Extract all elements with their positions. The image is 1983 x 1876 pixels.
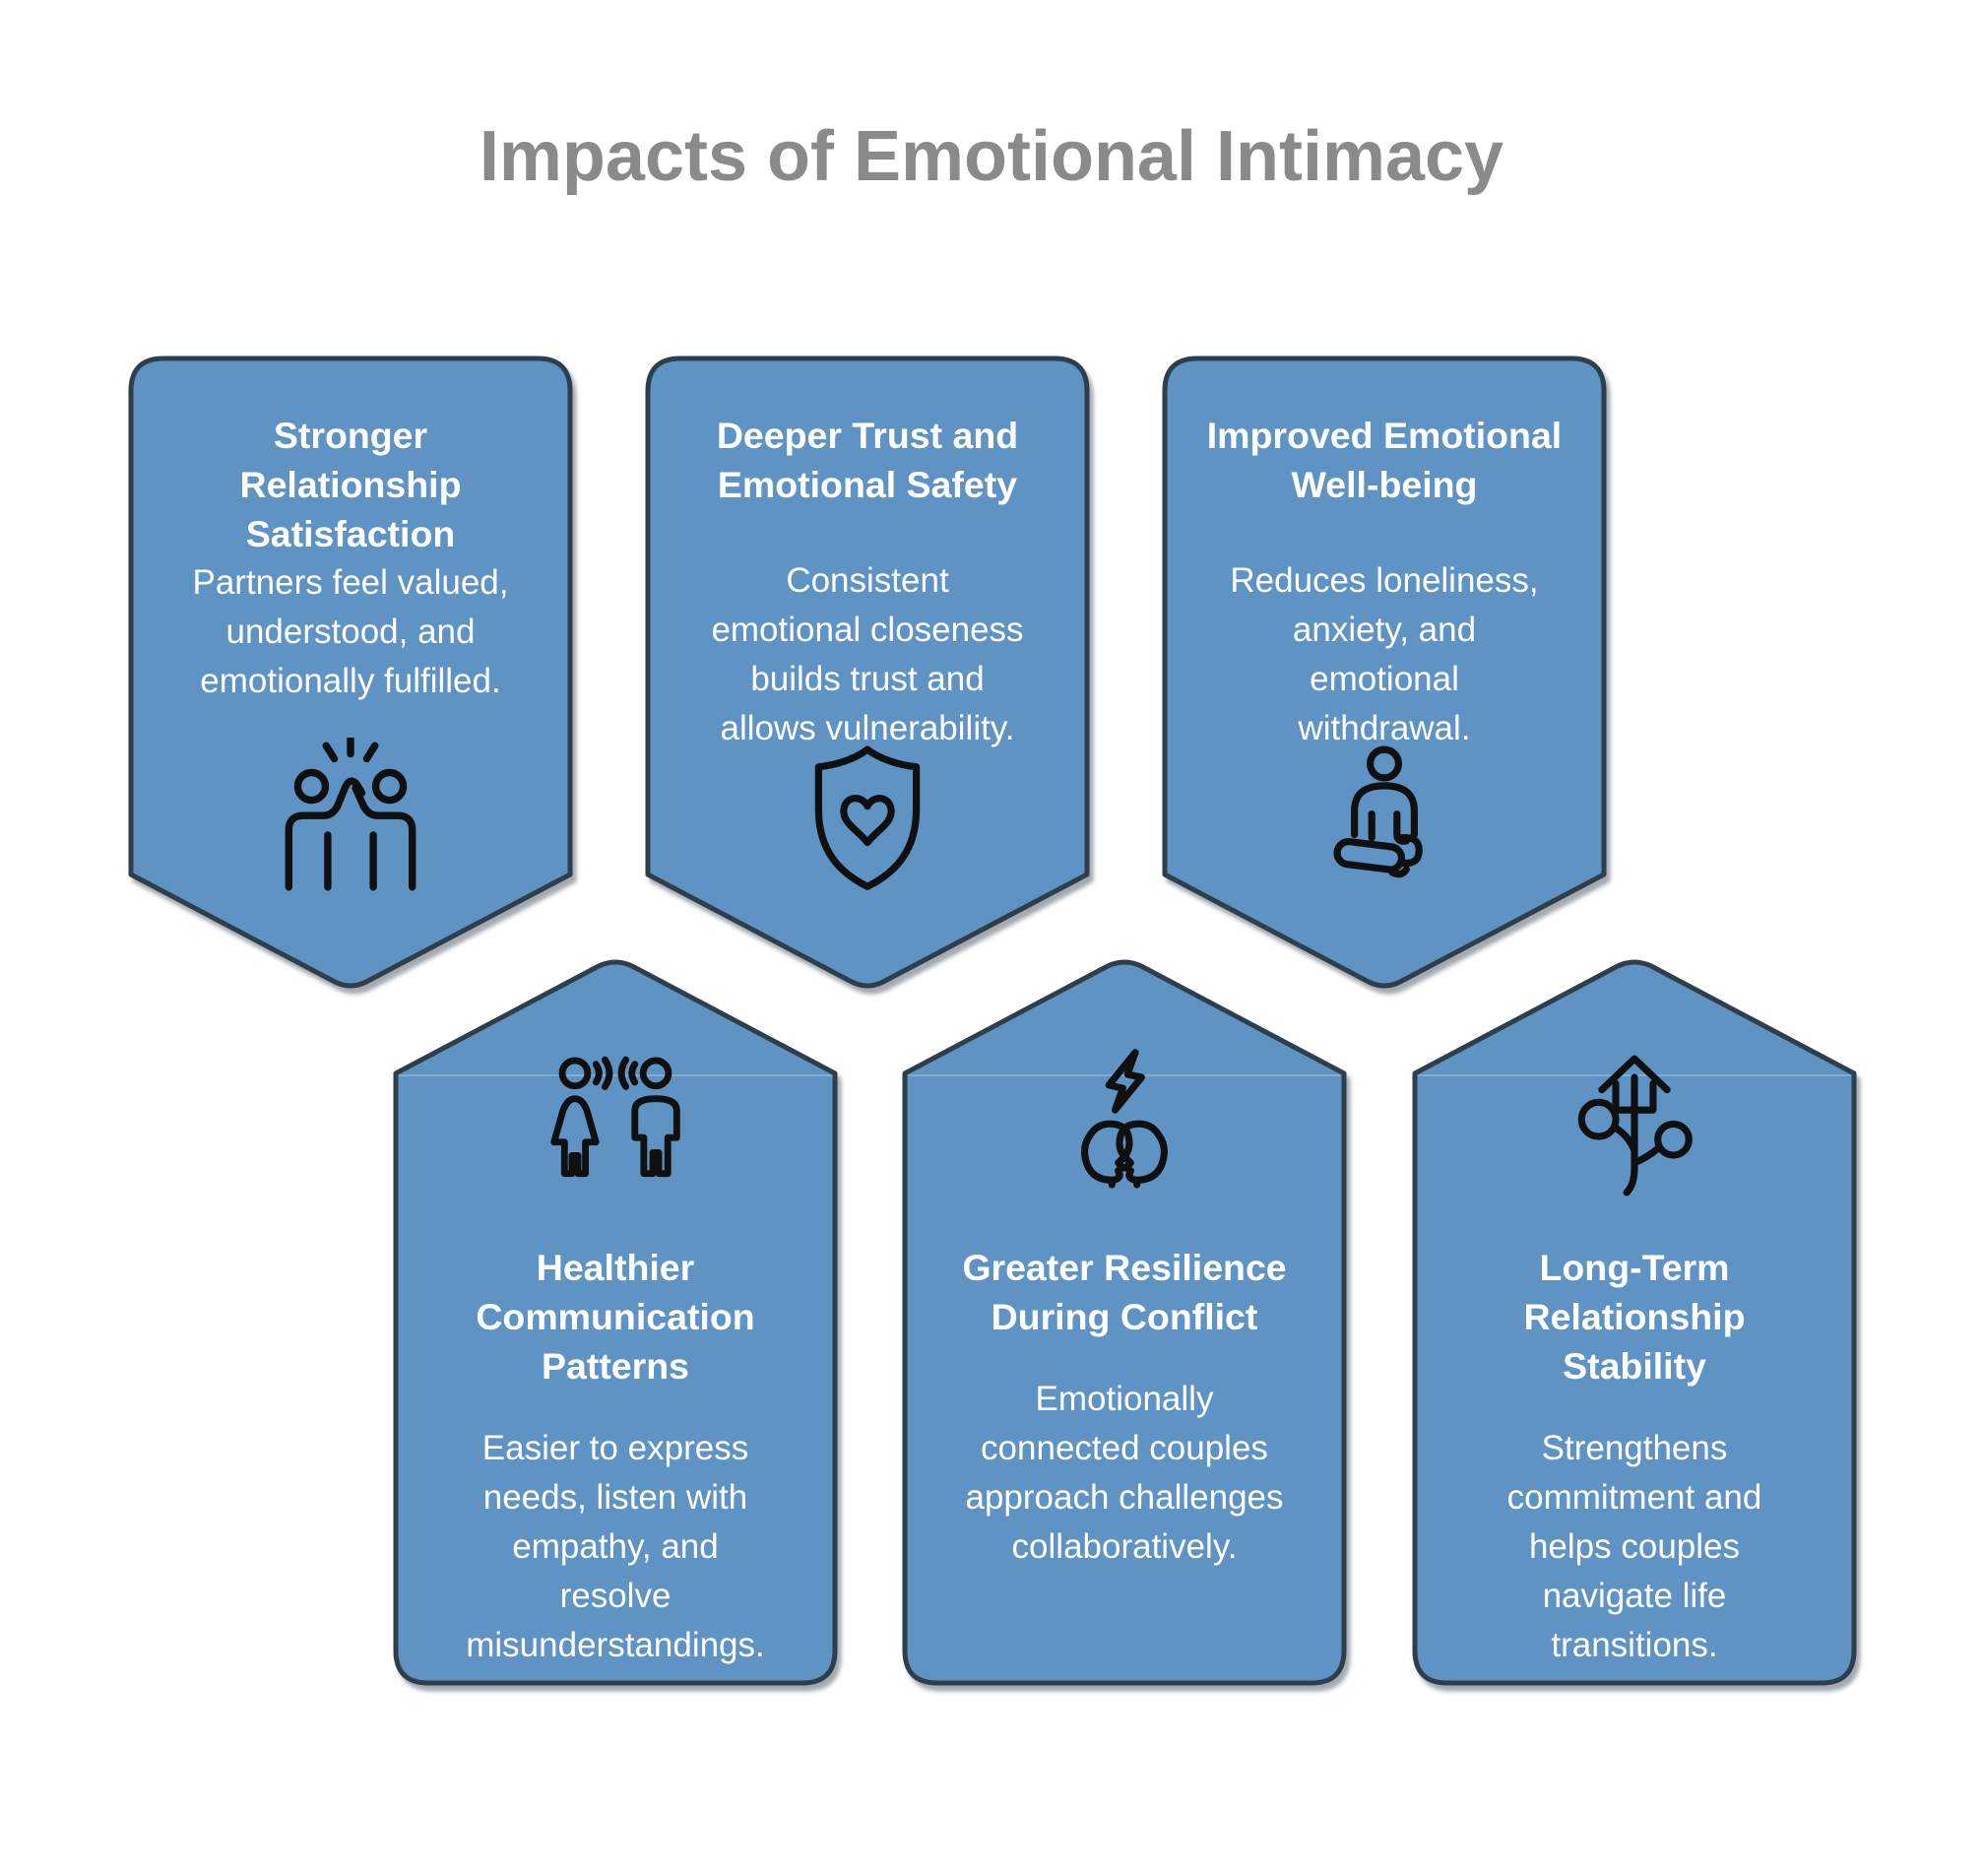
card-body: Consistent emotional closeness builds tr… — [711, 561, 1024, 747]
card-title: Long-Term Relationship Stability — [1523, 1247, 1746, 1387]
page-title: Impacts of Emotional Intimacy — [479, 117, 1504, 196]
card-shape — [393, 959, 838, 1686]
card-title: Improved Emotional Well-being — [1206, 415, 1563, 505]
card-deeper-trust-emotional-safety: Deeper Trust and Emotional Safety Consis… — [645, 356, 1090, 998]
card-content: Greater Resilience During Conflict Emoti… — [902, 957, 1347, 1686]
card-title: Stronger Relationship Satisfaction — [239, 415, 462, 554]
card-healthier-communication-patterns: Healthier Communication Patterns Easier … — [393, 957, 838, 1686]
card-content: Deeper Trust and Emotional Safety Consis… — [645, 356, 1090, 998]
card-content: Improved Emotional Well-being Reduces lo… — [1162, 356, 1607, 998]
card-stronger-relationship-satisfaction: Stronger Relationship Satisfaction Partn… — [128, 356, 573, 998]
card-title: Deeper Trust and Emotional Safety — [716, 415, 1019, 505]
card-body: Reduces loneliness, anxiety, and emotion… — [1230, 561, 1539, 747]
meditation-icon — [1306, 738, 1463, 900]
card-body: Easier to express needs, listen with emp… — [466, 1429, 765, 1664]
card-content: Long-Term Relationship Stability Strengt… — [1412, 957, 1857, 1686]
card-body: Partners feel valued, understood, and em… — [192, 563, 509, 700]
high-five-icon — [268, 738, 433, 900]
conflict-icon — [1042, 1048, 1207, 1203]
card-title: Greater Resilience During Conflict — [962, 1247, 1287, 1337]
card-content: Stronger Relationship Satisfaction Partn… — [128, 356, 573, 998]
card-title: Healthier Communication Patterns — [476, 1247, 755, 1387]
card-body: Emotionally connected couples approach c… — [965, 1380, 1284, 1566]
communication-icon — [537, 1048, 694, 1197]
card-improved-emotional-wellbeing: Improved Emotional Well-being Reduces lo… — [1162, 356, 1607, 998]
card-shape — [1162, 356, 1607, 989]
card-greater-resilience-during-conflict: Greater Resilience During Conflict Emoti… — [902, 957, 1347, 1686]
card-shape — [902, 959, 1347, 1686]
card-long-term-relationship-stability: Long-Term Relationship Stability Strengt… — [1412, 957, 1857, 1686]
shield-heart-icon — [789, 738, 946, 900]
card-content: Healthier Communication Patterns Easier … — [393, 957, 838, 1686]
card-shape — [128, 356, 573, 989]
card-body: Strengthens commitment and helps couples… — [1506, 1429, 1762, 1664]
growth-arrow-icon — [1556, 1048, 1713, 1203]
card-shape — [645, 356, 1090, 989]
